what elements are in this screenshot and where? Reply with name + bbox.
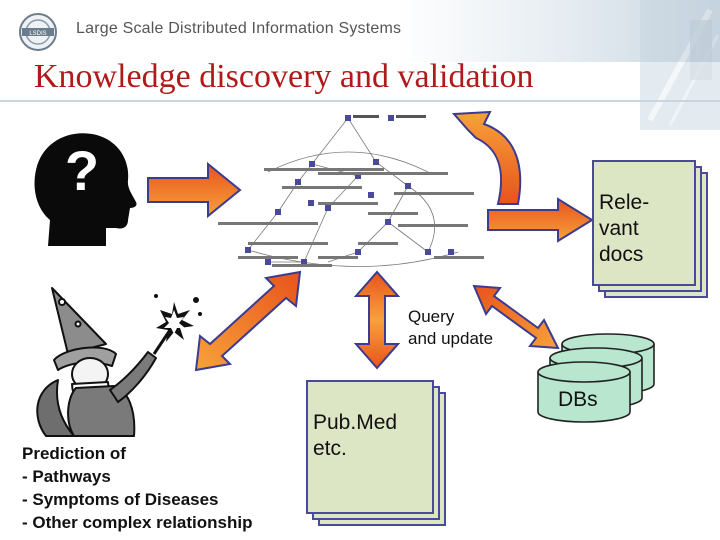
- doc-sheet: [306, 380, 434, 514]
- svg-text:?: ?: [65, 139, 99, 202]
- arrow-to-graph: [147, 161, 242, 219]
- pubmed-line: etc.: [313, 437, 347, 460]
- prediction-line: Prediction of: [22, 444, 126, 463]
- prediction-text: Prediction of - Pathways - Symptoms of D…: [22, 442, 253, 534]
- wizard-icon: [36, 287, 202, 437]
- ontology-graph: [218, 115, 484, 267]
- prediction-line: - Symptoms of Diseases: [22, 490, 219, 509]
- db-double-arrow: [472, 284, 560, 350]
- slide-title: Knowledge discovery and validation: [34, 58, 534, 95]
- svg-text:LSDIS: LSDIS: [29, 31, 46, 37]
- relevant-docs-line: Rele-: [599, 191, 650, 214]
- databases-icon: [537, 333, 655, 423]
- doc-sheet: [592, 160, 696, 286]
- title-divider: [0, 100, 720, 102]
- relevant-docs-label: Rele- vant docs: [599, 190, 649, 268]
- vertical-double-arrow: [354, 270, 400, 370]
- lsdis-logo-icon: LSDIS: [19, 13, 57, 51]
- dbs-label: DBs: [558, 388, 598, 411]
- header-bar: [0, 0, 720, 62]
- arrow-to-relevant-docs: [487, 197, 594, 243]
- relevant-docs-line: vant: [599, 217, 639, 240]
- relevant-docs-line: docs: [599, 243, 644, 266]
- pubmed-line: Pub.Med: [313, 411, 398, 434]
- prediction-line: - Pathways: [22, 467, 111, 486]
- wizard-double-arrow: [194, 270, 302, 372]
- org-name: Large Scale Distributed Information Syst…: [76, 20, 402, 37]
- pubmed-label: Pub.Med etc.: [313, 410, 397, 462]
- curved-feedback-arrow: [451, 110, 522, 205]
- query-label-line: Query: [408, 307, 455, 326]
- prediction-line: - Other complex relationship: [22, 513, 253, 532]
- decorative-corner-graphic: [640, 0, 720, 130]
- thinking-head-icon: ?: [34, 133, 137, 246]
- query-update-label: Query and update: [408, 306, 493, 350]
- query-label-line: and update: [408, 329, 494, 348]
